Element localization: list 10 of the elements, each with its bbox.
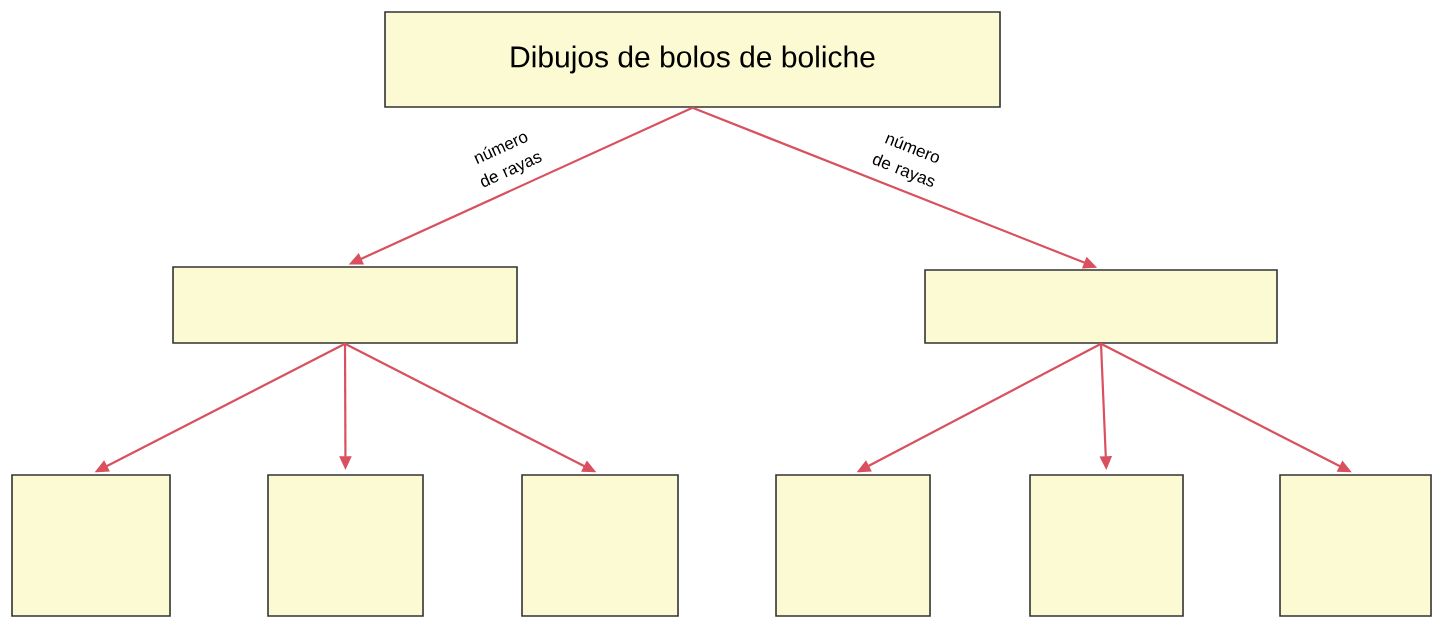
empty-box <box>521 474 679 617</box>
empty-box <box>775 474 931 617</box>
edge-label: número de rayas <box>872 134 940 187</box>
empty-box <box>1029 474 1184 617</box>
empty-box <box>172 266 518 344</box>
empty-box <box>11 474 171 617</box>
title-box: Dibujos de bolos de boliche <box>384 11 1001 108</box>
empty-box <box>924 269 1278 344</box>
empty-box <box>267 474 424 617</box>
empty-box <box>1279 474 1432 617</box>
